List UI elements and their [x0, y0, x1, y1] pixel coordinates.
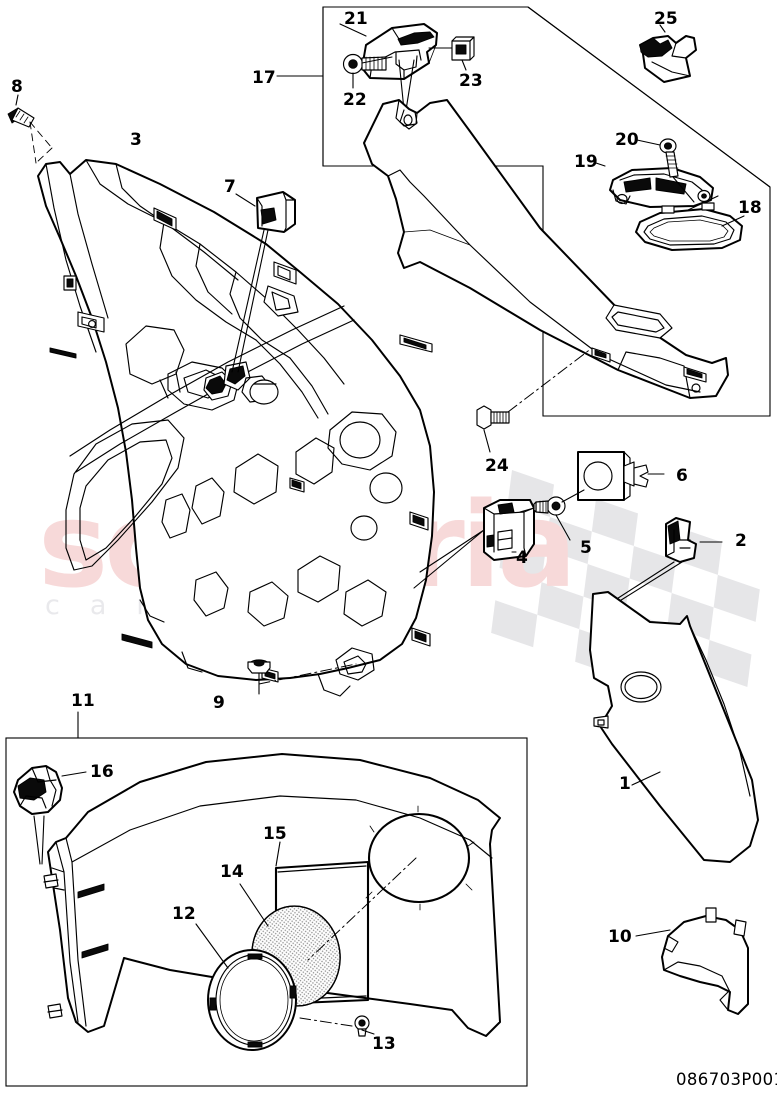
part-16-clip: [13, 765, 63, 815]
leader-14: [239, 883, 269, 927]
part-20-screw: [659, 138, 679, 178]
callout-4[interactable]: 4: [516, 548, 528, 568]
leader-19: [595, 162, 606, 167]
part-6-grommet: [577, 451, 649, 501]
part-13-screw: [354, 1015, 370, 1037]
leader-22b: [361, 56, 393, 64]
leader-24: [483, 429, 491, 453]
callout-7[interactable]: 7: [224, 177, 236, 197]
leader-21: [339, 23, 367, 37]
part-7-clip: [256, 191, 296, 233]
leader-18: [721, 215, 745, 227]
leader-2-to-panel: [611, 561, 683, 603]
dash-13: [299, 1017, 353, 1027]
callout-2[interactable]: 2: [735, 531, 747, 551]
callout-9[interactable]: 9: [213, 693, 225, 713]
leader-7-to-panel: [231, 229, 269, 373]
leader-23: [461, 59, 467, 71]
leader-4-to-panel: [413, 529, 485, 589]
leader-25: [659, 24, 666, 33]
part-3-inner-trim-panel: [37, 159, 435, 697]
dash-24: [507, 347, 593, 413]
callout-17[interactable]: 17: [252, 68, 276, 88]
callout-13[interactable]: 13: [372, 1034, 396, 1054]
part-17-d-pillar-trim: [363, 99, 729, 399]
callout-8[interactable]: 8: [11, 77, 23, 97]
dash-8-arrow: [29, 121, 53, 164]
part-22-screw: [342, 53, 387, 75]
group-box-17: [322, 6, 771, 417]
leader-7: [235, 193, 256, 207]
leader-1: [631, 771, 661, 786]
leader-5b: [519, 507, 535, 513]
leader-20: [636, 139, 661, 146]
part-number-code: 086703P0010: [676, 1070, 777, 1089]
leader-6b: [561, 489, 585, 503]
callout-3[interactable]: 3: [130, 130, 142, 150]
callout-16[interactable]: 16: [90, 762, 114, 782]
part-8-screw: [7, 107, 35, 128]
leader-15: [275, 841, 281, 867]
part-19-grab-handle: [609, 167, 714, 208]
callout-20[interactable]: 20: [615, 130, 639, 150]
leader-13: [361, 1029, 375, 1035]
callout-21[interactable]: 21: [344, 9, 368, 29]
callout-19[interactable]: 19: [574, 152, 598, 172]
leader-5: [555, 514, 571, 541]
callout-22[interactable]: 22: [343, 90, 367, 110]
callout-23[interactable]: 23: [459, 71, 483, 91]
callout-18[interactable]: 18: [738, 198, 762, 218]
callout-6[interactable]: 6: [676, 466, 688, 486]
part-1-lower-trim: [589, 591, 759, 863]
part-9-nut: [247, 659, 271, 674]
part-5-screw: [533, 496, 566, 516]
callout-10[interactable]: 10: [608, 927, 632, 947]
part-23-clip-nut: [451, 36, 475, 61]
dash-9: [258, 663, 357, 685]
leader-8: [15, 94, 19, 106]
callout-14[interactable]: 14: [220, 862, 244, 882]
part-10-cover: [661, 907, 749, 1015]
part-12-grille-ring: [207, 949, 297, 1051]
part-18-handle-surround: [635, 202, 743, 251]
leader-16-to-shelf: [33, 815, 45, 865]
leader-21-to-panel: [398, 59, 415, 111]
leader-10: [635, 929, 671, 937]
dash-15-to-speaker: [307, 857, 417, 961]
part-11-parcel-shelf: [43, 753, 501, 1037]
group-box-11: [5, 737, 528, 1087]
callout-25[interactable]: 25: [654, 9, 678, 29]
leader-12: [195, 923, 229, 969]
leader-16: [61, 771, 87, 777]
part-25-bracket: [639, 35, 697, 83]
leader-20b: [672, 176, 695, 203]
callout-12[interactable]: 12: [172, 904, 196, 924]
callout-24[interactable]: 24: [485, 456, 509, 476]
callout-11[interactable]: 11: [71, 691, 95, 711]
callout-15[interactable]: 15: [263, 824, 287, 844]
callout-1[interactable]: 1: [619, 774, 631, 794]
callout-5[interactable]: 5: [580, 538, 592, 558]
part-2-clip: [665, 517, 697, 563]
part-24-hex-bolt: [476, 405, 510, 430]
